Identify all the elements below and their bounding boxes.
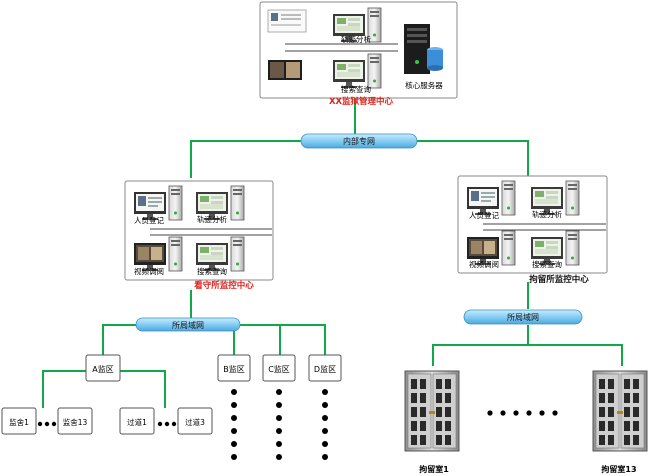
cell-13-label: 监舍13 — [63, 417, 88, 427]
top-search-label: 搜索查询 — [341, 84, 371, 94]
video-screen-icon — [268, 60, 302, 80]
detention-room-1-label: 拘留室1 — [419, 464, 449, 474]
detention-room-13-door-icon — [592, 370, 648, 452]
top-management-center: 轨迹分析 搜索查询 核心服务器 — [259, 1, 458, 99]
badge-screen-icon — [267, 9, 307, 33]
zone-b: B监区 — [217, 354, 251, 382]
corridor-1: 过道1 — [119, 407, 155, 435]
zone-continuation-dots — [231, 389, 328, 460]
zone-c: C监区 — [262, 354, 296, 382]
left-lan-label: 所局域网 — [172, 320, 204, 330]
right-search-label: 搜索查询 — [532, 259, 562, 269]
zone-a: A监区 — [85, 354, 121, 382]
zone-b-label: B监区 — [223, 364, 245, 374]
right-monitoring-center: 人员登记 轨迹分析 视频调阅 搜索查询 — [457, 175, 608, 274]
network-links — [42, 98, 623, 408]
left-search-label: 搜索查询 — [197, 266, 227, 276]
internal-network-label: 内部专网 — [343, 136, 375, 146]
cell-13: 监舍13 — [57, 407, 93, 435]
corridor-3: 过道3 — [177, 407, 213, 435]
top-center-caption: XX监狱管理中心 — [329, 96, 394, 107]
core-server-icon — [404, 24, 443, 74]
cell-1-label: 监舍1 — [9, 417, 29, 427]
left-monitoring-center: 人员登记 轨迹分析 视频调阅 搜索查询 — [124, 180, 274, 281]
left-video-label: 视频调阅 — [134, 266, 164, 276]
right-track-label: 轨迹分析 — [532, 209, 562, 219]
corridor-1-label: 过道1 — [127, 417, 147, 427]
right-center-caption: 拘留所监控中心 — [529, 274, 589, 285]
right-video-label: 视频调阅 — [469, 259, 499, 269]
zone-d: D监区 — [308, 354, 342, 382]
left-personnel-label: 人员登记 — [134, 215, 164, 225]
cell-1: 监舍1 — [1, 407, 37, 435]
cells-ellipsis — [37, 421, 57, 427]
left-lan-pill: 所局域网 — [135, 317, 241, 332]
corridor-3-label: 过道3 — [185, 417, 205, 427]
right-personnel-label: 人员登记 — [469, 210, 499, 220]
zone-c-label: C监区 — [268, 364, 290, 374]
internal-network-pill: 内部专网 — [300, 133, 418, 149]
zone-d-label: D监区 — [314, 364, 336, 374]
top-track-label: 轨迹分析 — [341, 34, 371, 44]
left-center-caption: 看守所监控中心 — [193, 280, 254, 291]
detention-ellipsis — [487, 410, 558, 416]
left-track-label: 轨迹分析 — [197, 214, 227, 224]
detention-room-13-label: 拘留室13 — [601, 464, 636, 474]
right-lan-label: 所局域网 — [507, 312, 539, 322]
core-server-label: 核心服务器 — [405, 80, 443, 90]
zone-a-label: A监区 — [92, 364, 113, 374]
detention-room-1-door-icon — [404, 370, 460, 452]
right-lan-pill: 所局域网 — [463, 309, 583, 325]
corridors-ellipsis — [157, 421, 177, 427]
